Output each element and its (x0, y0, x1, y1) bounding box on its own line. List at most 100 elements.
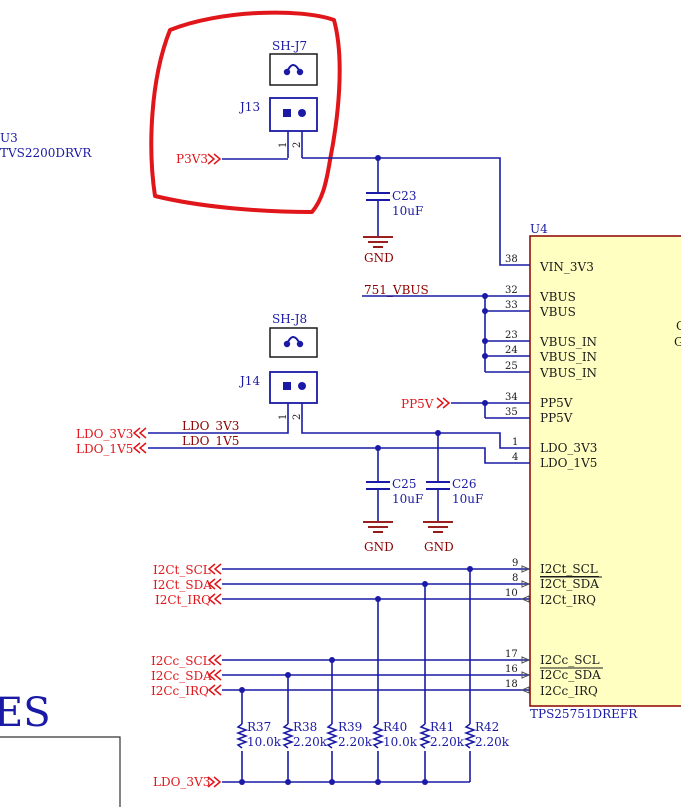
j13-pin1: 1 (278, 142, 289, 148)
svg-text:23: 23 (505, 330, 518, 341)
j13-pin2-dot (298, 109, 306, 117)
r42-ref: R42 (475, 720, 499, 734)
svg-text:VBUS: VBUS (539, 290, 576, 304)
i2ct-arrows-icon (207, 563, 222, 605)
title-block-border (0, 736, 121, 807)
r40-ref: R40 (383, 720, 407, 734)
gnd-c25-label: GND (364, 540, 394, 554)
i2ct-sda-port: I2Ct_SDA (153, 578, 212, 592)
highlight-annotation (149, 10, 342, 214)
r39-ref: R39 (338, 720, 362, 734)
sh-j8-label: SH-J8 (272, 312, 307, 326)
svg-text:18: 18 (505, 679, 518, 690)
gnd-c23-icon (363, 236, 393, 248)
title-fragment: ES (0, 690, 51, 736)
svg-text:16: 16 (505, 664, 518, 675)
r38-ref: R38 (293, 720, 317, 734)
pp5v-arrow-icon (436, 397, 451, 409)
svg-text:PP5V: PP5V (540, 411, 573, 425)
ldo3v3-bottom-arrow-icon (207, 776, 222, 788)
svg-text:35: 35 (505, 407, 518, 418)
i2cc-arrows-icon (207, 654, 222, 696)
c25-ref: C25 (392, 477, 416, 491)
c23-ref: C23 (392, 189, 416, 203)
resistor-drops (241, 569, 471, 724)
ldo1v5-net-label: LDO_1V5 (182, 434, 239, 448)
svg-text:VBUS: VBUS (539, 305, 576, 319)
sh-j8-body (269, 327, 318, 358)
ldo3v3-arrow-icon (132, 427, 147, 439)
r37-value: 10.0k (247, 735, 282, 749)
gnd-c23-label: GND (364, 251, 394, 265)
svg-text:I2Cc_IRQ: I2Cc_IRQ (540, 684, 598, 698)
svg-text:I2Cc_SDA: I2Cc_SDA (540, 668, 601, 682)
i2cc-scl-port: I2Cc_SCL (151, 654, 211, 668)
u4-pin-numbers: 38 32 33 23 24 25 34 35 1 4 9 8 10 17 16… (505, 254, 518, 690)
j13-ref: J13 (238, 100, 260, 114)
p3v3-arrow-icon (207, 153, 222, 165)
svg-text:I2Cc_SCL: I2Cc_SCL (540, 653, 600, 667)
u4-ref: U4 (530, 222, 548, 236)
r39-value: 2.20k (338, 735, 373, 749)
u4-io-markers (520, 565, 531, 694)
c26-ref: C26 (452, 477, 476, 491)
u4-part: TPS25751DREFR (530, 707, 638, 721)
svg-text:I2Ct_SDA: I2Ct_SDA (540, 577, 599, 591)
i2ct-scl-port: I2Ct_SCL (153, 563, 211, 577)
sh-j7-label: SH-J7 (272, 39, 307, 53)
r41-value: 2.20k (430, 735, 465, 749)
u3-part: TVS2200DRVR (0, 146, 92, 160)
c23-value: 10uF (392, 204, 423, 218)
ldo3v3-bottom-port: LDO_3V3 (153, 775, 210, 789)
j14-pin2: 2 (292, 414, 303, 420)
ldo3v3-net-label: LDO_3V3 (182, 419, 239, 433)
i2cc-sda-port: I2Cc_SDA (151, 669, 212, 683)
svg-text:LDO_3V3: LDO_3V3 (540, 441, 597, 455)
ldo3v3-port: LDO_3V3 (76, 427, 133, 441)
r41-ref: R41 (430, 720, 454, 734)
svg-text:33: 33 (505, 300, 518, 311)
svg-text:9: 9 (512, 558, 518, 569)
j13-pin2: 2 (292, 142, 303, 148)
gnd-c26-icon (423, 521, 453, 533)
svg-text:4: 4 (512, 452, 518, 463)
svg-text:1: 1 (512, 437, 518, 448)
gnd-c25-icon (363, 521, 393, 533)
ldo1v5-arrow-icon (132, 442, 147, 454)
j14-pin1: 1 (278, 414, 289, 420)
u4-side-char-1: C (676, 319, 681, 333)
i2ct-irq-port: I2Ct_IRQ (155, 593, 211, 607)
u3-ref: U3 (0, 131, 18, 145)
pp5v-port: PP5V (401, 397, 434, 411)
svg-text:17: 17 (505, 649, 518, 660)
svg-text:34: 34 (505, 392, 518, 403)
gnd-c26-label: GND (424, 540, 454, 554)
svg-text:38: 38 (505, 254, 518, 265)
sh-j7-body (269, 53, 318, 86)
svg-text:I2Ct_SCL: I2Ct_SCL (540, 562, 598, 576)
j14-pin1-square (283, 382, 291, 390)
svg-text:VIN_3V3: VIN_3V3 (539, 260, 594, 274)
vbus-net-label: 751_VBUS (364, 283, 429, 297)
svg-text:LDO_1V5: LDO_1V5 (540, 456, 597, 470)
j14-ref: J14 (238, 374, 260, 388)
svg-text:8: 8 (512, 573, 518, 584)
svg-text:VBUS_IN: VBUS_IN (539, 335, 597, 349)
svg-text:I2Ct_IRQ: I2Ct_IRQ (540, 593, 596, 607)
svg-text:10: 10 (505, 588, 518, 599)
c25-value: 10uF (392, 492, 423, 506)
c26-value: 10uF (452, 492, 483, 506)
r38-value: 2.20k (293, 735, 328, 749)
p3v3-port: P3V3 (176, 152, 208, 166)
svg-text:32: 32 (505, 285, 518, 296)
r40-value: 10.0k (383, 735, 418, 749)
j13-pin1-square (283, 109, 291, 117)
u4-side-char-2: G (674, 335, 681, 349)
i2cc-irq-port: I2Cc_IRQ (151, 684, 209, 698)
svg-text:PP5V: PP5V (540, 396, 573, 410)
resistor-zigzags (235, 723, 477, 749)
j14-body (269, 371, 318, 404)
svg-text:VBUS_IN: VBUS_IN (539, 366, 597, 380)
ldo1v5-port: LDO_1V5 (76, 442, 133, 456)
